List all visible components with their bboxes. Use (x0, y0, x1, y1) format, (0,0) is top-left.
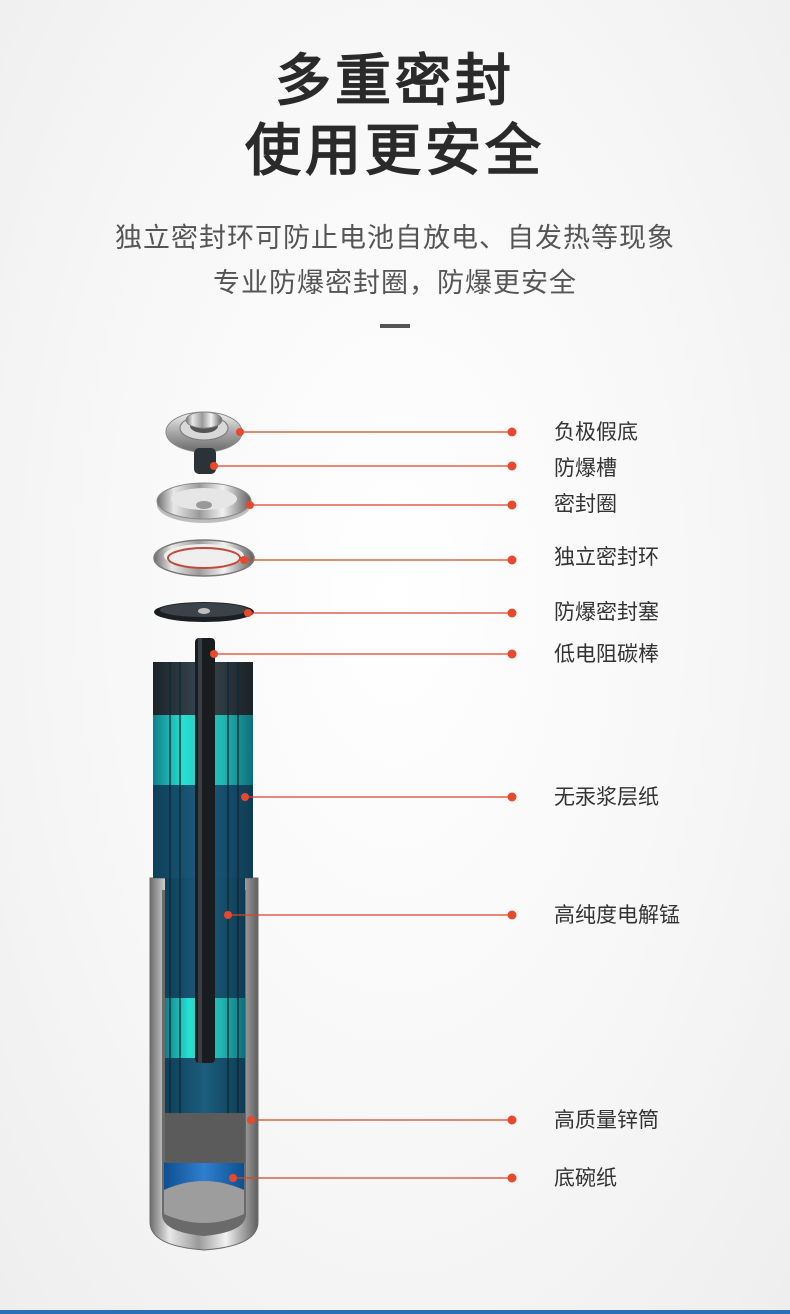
subtitle-line-2: 专业防爆密封圈，防爆更安全 (213, 268, 577, 299)
label-seal-washer: 密封圈 (554, 492, 617, 516)
label-independent-seal-ring: 独立密封环 (554, 545, 659, 569)
callout-dot (210, 462, 218, 470)
callout-dot (210, 650, 218, 658)
callout-dot (244, 609, 252, 617)
explosion-proof-plug-part (154, 602, 254, 622)
negative-cap-part (165, 411, 243, 474)
callout-dot (507, 608, 517, 618)
label-explosion-proof-plug: 防爆密封塞 (554, 600, 659, 624)
callout-dot (507, 461, 517, 471)
subtitle-line-1: 独立密封环可防止电池自放电、自发热等现象 (115, 223, 675, 254)
callout-dot (241, 793, 249, 801)
page-title-line-2: 使用更安全 (245, 119, 545, 184)
callout-dot (247, 1116, 255, 1124)
callout-dot (240, 556, 248, 564)
title-divider (380, 324, 410, 328)
callout-dot (236, 428, 244, 436)
bottom-accent-bar (0, 1310, 790, 1314)
label-zinc-can: 高质量锌筒 (554, 1108, 659, 1132)
callout-dot (507, 792, 517, 802)
sealing-washer-part (156, 482, 252, 523)
label-bottom-cup-paper: 底碗纸 (554, 1166, 617, 1190)
callout-dot (507, 500, 517, 510)
battery-body-cutaway (149, 638, 259, 1251)
callout-dot (507, 427, 517, 437)
callout-dot (507, 649, 517, 659)
callout-dots (210, 427, 517, 1183)
label-explosion-groove: 防爆槽 (554, 456, 617, 480)
label-carbon-rod: 低电阻碳棒 (554, 642, 659, 666)
independent-seal-ring-part (153, 539, 255, 577)
callout-dot (507, 910, 517, 920)
callout-dot (246, 501, 254, 509)
callout-dot (224, 911, 232, 919)
label-mercury-free-paper: 无汞浆层纸 (554, 785, 659, 809)
label-electrolytic-manganese: 高纯度电解锰 (554, 903, 680, 927)
callout-dot (507, 555, 517, 565)
label-negative-cap: 负极假底 (554, 420, 638, 444)
callout-dot (507, 1115, 517, 1125)
page-title-line-1: 多重密封 (275, 49, 515, 114)
callout-lines (214, 431, 512, 1179)
callout-dot (229, 1174, 237, 1182)
callout-dot (507, 1173, 517, 1183)
